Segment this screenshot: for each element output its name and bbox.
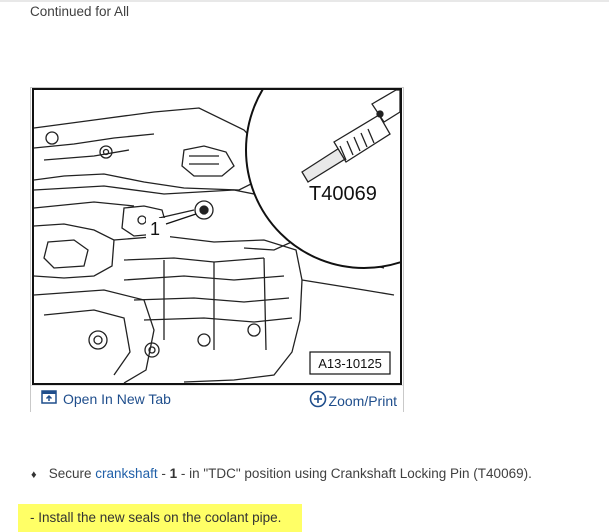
- step-text: - in "TDC" position using Crankshaft Loc…: [177, 466, 532, 481]
- open-in-new-tab-icon: [41, 390, 57, 407]
- callout-label: 1: [150, 219, 160, 239]
- crankshaft-link[interactable]: crankshaft: [95, 466, 158, 481]
- step-dash: -: [30, 510, 35, 525]
- top-divider: [0, 0, 609, 2]
- step-install-seals: - Install the new seals on the coolant p…: [30, 510, 281, 525]
- open-in-new-tab-button[interactable]: Open In New Tab: [41, 390, 171, 407]
- step-text: Install the new seals on the coolant pip…: [38, 510, 282, 525]
- engine-illustration: T40069 1 A13-10125: [32, 88, 402, 385]
- step-text: -: [157, 466, 170, 481]
- plus-circle-icon: [309, 390, 327, 411]
- step-secure-crankshaft: ♦ Secure crankshaft - 1 - in "TDC" posit…: [31, 466, 532, 481]
- tool-label: T40069: [309, 183, 377, 205]
- engine-diagram: T40069 1 A13-10125: [34, 90, 400, 383]
- text-highlight: [18, 504, 302, 532]
- open-in-new-tab-label: Open In New Tab: [63, 390, 171, 407]
- figure-toolbar: Open In New Tab Zoom/Print: [31, 385, 403, 412]
- section-title: Continued for All: [30, 4, 130, 19]
- zoom-print-label: Zoom/Print: [328, 392, 397, 409]
- figure-id: A13-10125: [318, 356, 382, 371]
- zoom-print-button[interactable]: Zoom/Print: [309, 390, 397, 411]
- figure-id-box: [309, 351, 391, 375]
- step-callout-number: 1: [169, 466, 178, 481]
- callout-leader-line: [165, 213, 197, 225]
- diamond-bullet-icon: ♦: [31, 469, 37, 481]
- step-text: Secure: [48, 466, 96, 481]
- figure-card: T40069 1 A13-10125 Open In New Tab: [30, 87, 404, 412]
